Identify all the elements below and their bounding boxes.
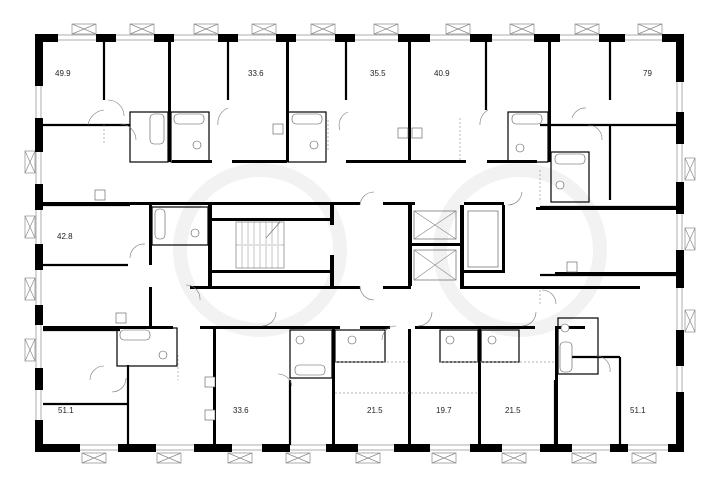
area-label-apt-top-4: 40.9 bbox=[434, 69, 450, 78]
area-label-apt-top-1: 49.9 bbox=[55, 69, 71, 78]
area-label-apt-top-2: 33.6 bbox=[248, 69, 264, 78]
stairwell bbox=[235, 221, 285, 269]
area-label-apt-bottom-2: 33.6 bbox=[233, 406, 249, 415]
core-walls bbox=[43, 42, 676, 445]
zone-lines bbox=[103, 118, 555, 394]
bathrooms bbox=[116, 111, 599, 379]
side-windows bbox=[24, 150, 696, 362]
area-label-apt-bottom-3: 21.5 bbox=[367, 406, 383, 415]
area-label-apt-bottom-5: 21.5 bbox=[505, 406, 521, 415]
top-windows bbox=[71, 23, 663, 35]
watermark bbox=[173, 163, 607, 337]
area-label-apt-bottom-1: 51.1 bbox=[58, 406, 74, 415]
area-label-apt-bottom-6: 51.1 bbox=[630, 406, 646, 415]
elevator-1 bbox=[413, 210, 457, 240]
elevators bbox=[413, 210, 499, 281]
area-label-apt-bottom-4: 19.7 bbox=[436, 406, 452, 415]
elevator-2 bbox=[413, 249, 457, 281]
area-label-apt-top-5: 79 bbox=[643, 69, 652, 78]
area-label-apt-top-3: 35.5 bbox=[370, 69, 386, 78]
area-label-apt-left-mid: 42.8 bbox=[57, 232, 73, 241]
doors bbox=[87, 99, 611, 393]
outer-walls bbox=[35, 34, 684, 452]
bottom-windows bbox=[81, 452, 657, 464]
kitchen-stoves bbox=[94, 123, 578, 421]
area-labels: 49.9 33.6 35.5 40.9 79 42.8 51.1 33.6 21… bbox=[55, 69, 652, 415]
